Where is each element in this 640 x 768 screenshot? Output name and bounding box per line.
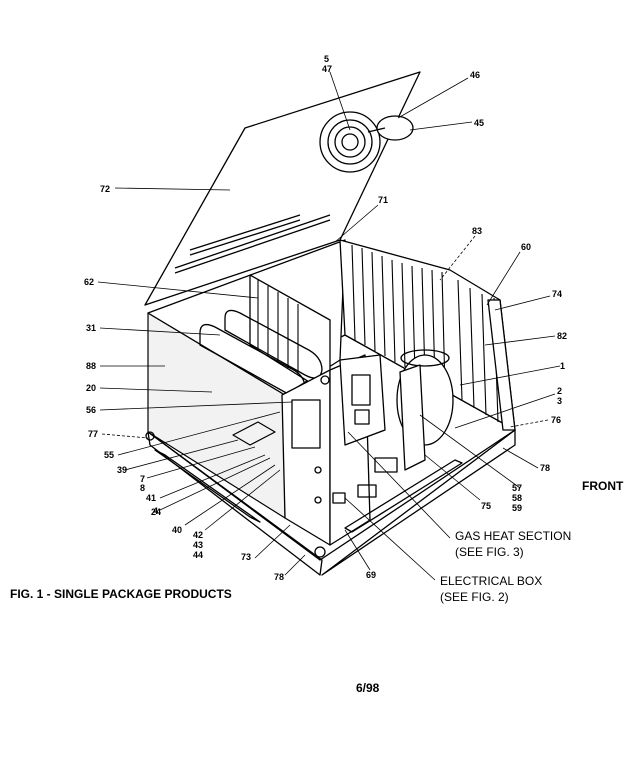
electrical-box (339, 354, 386, 446)
leader-lines (97, 71, 561, 581)
part-label: 69 (366, 570, 376, 580)
part-label: 56 (86, 405, 96, 415)
part-label: 46 (470, 70, 480, 80)
control-panel (281, 369, 331, 546)
part-label: 77 (88, 429, 98, 439)
callout-text: GAS HEAT SECTION (SEE FIG. 3) ELECTRICAL… (440, 479, 624, 604)
part-label: 72 (100, 184, 110, 194)
part-label: 62 (84, 277, 94, 287)
revision-date: 6/98 (356, 681, 380, 695)
part-label: 20 (86, 383, 96, 393)
part-label: 47 (322, 64, 332, 74)
part-label: 5 (324, 54, 329, 64)
part-label: 59 (512, 503, 522, 513)
electrical-box-label: ELECTRICAL BOX (440, 574, 542, 588)
part-label: 8 (140, 483, 145, 493)
gas-heat-section-label: GAS HEAT SECTION (455, 529, 571, 543)
part-label-24: 24 (151, 507, 161, 517)
part-label: 55 (104, 450, 114, 460)
part-label: 88 (86, 361, 96, 371)
part-label: 71 (378, 195, 388, 205)
part-label: 76 (551, 415, 561, 425)
part-label: 73 (241, 552, 251, 562)
part-label: 75 (481, 501, 491, 511)
part-label: 3 (557, 396, 562, 406)
condenser-fan-assembly (319, 111, 414, 173)
part-label: 58 (512, 493, 522, 503)
part-label: 39 (117, 465, 127, 475)
gas-heat-section-ref: (SEE FIG. 3) (455, 545, 524, 559)
part-label: 2 (557, 386, 562, 396)
front-label: FRONT (582, 479, 624, 493)
part-label: 44 (193, 550, 203, 560)
part-label: 57 (512, 483, 522, 493)
part-label: 41 (146, 493, 156, 503)
part-label: 42 (193, 530, 203, 540)
part-label: 83 (472, 226, 482, 236)
part-label: 82 (557, 331, 567, 341)
part-label: 78 (274, 572, 284, 582)
part-label: 40 (172, 525, 182, 535)
part-label: 31 (86, 323, 96, 333)
part-label: 45 (474, 118, 484, 128)
part-label: 78 (540, 463, 550, 473)
part-label: 4 (153, 506, 158, 516)
unit-illustration (144, 71, 516, 576)
part-number-labels: 5 47 46 45 72 71 83 60 74 62 82 31 1 88 … (84, 54, 567, 582)
part-label: 43 (193, 540, 203, 550)
part-label: 60 (521, 242, 531, 252)
part-label: 1 (560, 361, 565, 371)
figure-caption: FIG. 1 - SINGLE PACKAGE PRODUCTS (10, 587, 232, 601)
part-label: 7 (140, 474, 145, 484)
part-label: 74 (552, 289, 562, 299)
electrical-box-ref: (SEE FIG. 2) (440, 590, 509, 604)
